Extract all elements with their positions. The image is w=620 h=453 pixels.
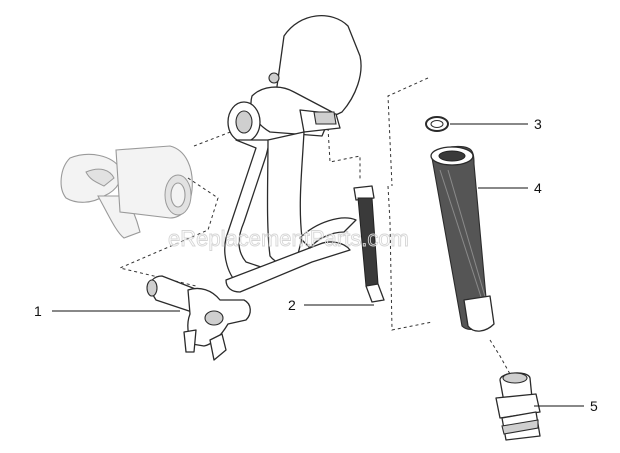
- part-2-filter: [353, 185, 385, 303]
- ghost-tip-guard: [60, 145, 193, 239]
- alignment-lines: [118, 77, 511, 375]
- spray-gun-body: [224, 15, 362, 293]
- part-5-swivel: [495, 372, 541, 441]
- callout-4: 4: [534, 180, 542, 196]
- part-1-tip-guard: [146, 275, 251, 361]
- part-4-handle-extension: [430, 145, 495, 332]
- watermark-text: eReplacementParts.com: [168, 226, 409, 251]
- callout-3: 3: [534, 116, 542, 132]
- callout-1: 1: [34, 303, 42, 319]
- callout-2: 2: [288, 297, 296, 313]
- part-3-o-ring: [425, 116, 449, 132]
- callout-leaders: [52, 123, 584, 407]
- callout-5: 5: [590, 398, 598, 414]
